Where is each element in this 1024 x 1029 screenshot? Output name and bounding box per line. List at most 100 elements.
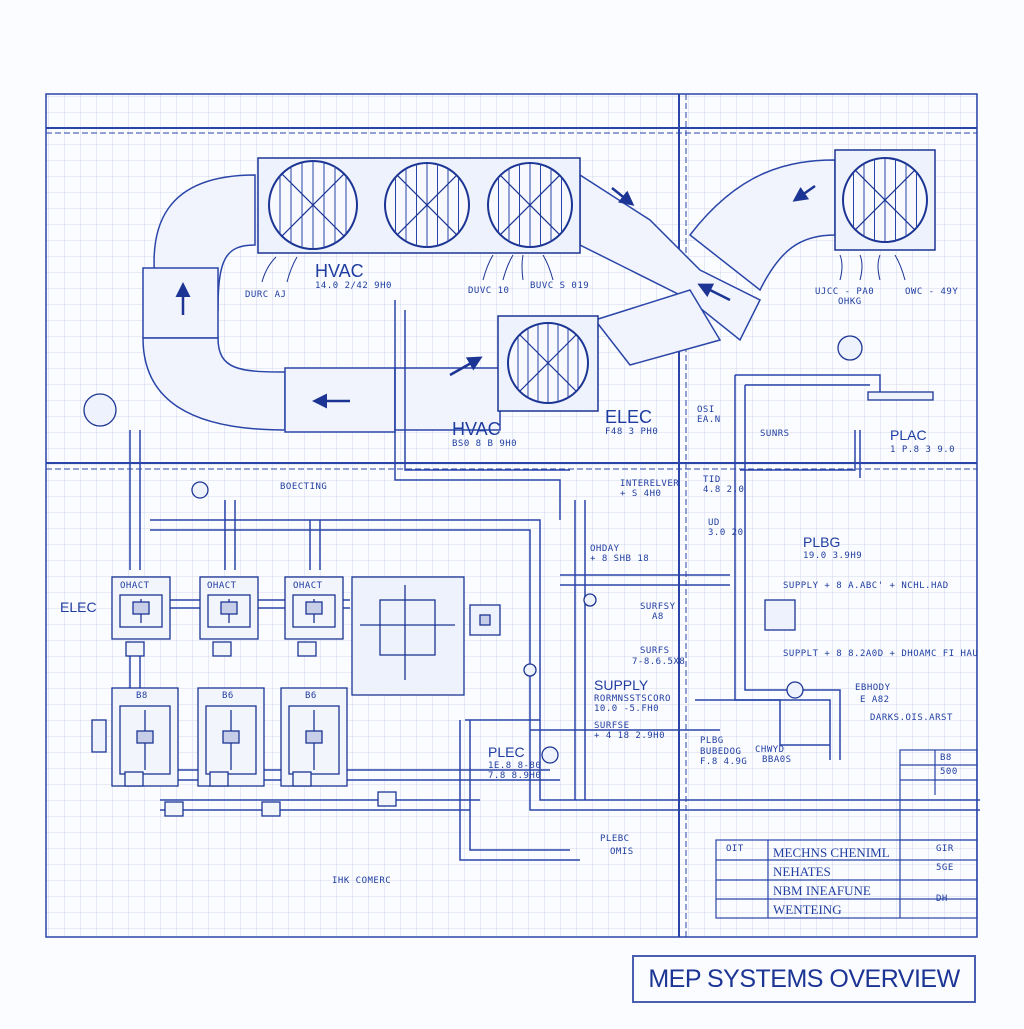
breaker-icon [209,771,229,787]
plebc-label: PLEBC [600,834,630,844]
note-label: EA.N [697,415,721,425]
plbg-spec: F.8 4.9G [700,757,748,767]
fan-icon [507,322,589,404]
fan-icon [842,157,928,243]
meter-icon [83,393,117,427]
note-label: OSI [697,405,715,415]
panel-icon [284,576,344,640]
hvac-label: HVAC [315,261,364,281]
title-block-row: NBM INEAFUNE [773,883,871,898]
plbg-low-label: PLBG [700,736,724,746]
breaker-icon [297,641,317,657]
hvac-spec: 14.0 2/42 9H0 [315,281,392,291]
panel-icon [197,687,265,787]
flow-arrows [175,184,816,409]
duct-label: UJCC - PA0 [815,287,875,297]
title-block-side: DH [936,894,948,904]
panel-label: B6 [305,691,317,701]
elec-left-label: ELEC [60,599,97,615]
panel-label: B8 [136,691,148,701]
note-label: + 4 18 2.9H0 [594,731,666,741]
title-block-side: GIR [936,844,954,854]
title-block [715,749,978,919]
title-block-row: NEHATES [773,864,831,879]
sheet-title: MEP SYSTEMS OVERVIEW [648,964,960,993]
hvac-label: HVAC [452,419,501,439]
panel-icon [199,576,259,640]
duct-spec: OHKG [838,297,862,307]
elec-label: ELEC [605,407,653,427]
note-label: UD [708,518,720,528]
plec-spec: 7.8 8.9H0 [488,771,542,781]
structural-beams [46,94,977,937]
breaker-icon [124,771,144,787]
note-label: CHWYD [755,745,785,755]
main-duct [142,159,836,433]
duct-label: DUVC 10 [468,286,510,296]
boecting-label: BOECTING [280,482,328,492]
panel-icon [111,687,179,787]
callout-arrows [261,254,906,283]
note-label: E A82 [860,695,890,705]
note-label: A8 [652,612,664,622]
title-block-cell: B8 [940,753,952,763]
note-label: TID [703,475,721,485]
note-label: DARKS.OIS.ARST [870,713,953,723]
plbg-spec: BUBEDOG [700,747,742,757]
note-label: EBHODY [855,683,891,693]
electrical-panels [111,576,397,817]
title-block-row: WENTEING [773,902,842,917]
hvac-spec: BS0 8 B 9H0 [452,439,518,449]
panel-label: B6 [222,691,234,701]
arrow-icon [792,184,816,202]
supply-spec: 10.0 -5.FH0 [594,704,660,714]
note-label: OMIS [610,847,634,857]
note-label: INTERELVER [620,479,680,489]
duct-label: DURC AJ [245,290,287,300]
breaker-icon [261,801,281,817]
panel-icon [280,687,348,787]
duct-label: BUVC S 019 [530,281,590,291]
arrow-icon [611,187,635,206]
title-block-row: MECHNS CHENIML [773,845,890,860]
note-label: 4.8 2.0 [703,485,745,495]
title-block-side: 5GE [936,863,954,873]
breaker-icon [164,801,184,817]
plec-spec: 1E.8 8-80 [488,761,542,771]
arrow-icon [449,356,483,377]
note-label: SURFSY [640,602,676,612]
title-block-side: OIT [726,844,744,854]
elec-spec: F48 3 PH0 [605,427,659,437]
fan-icon [268,160,358,250]
note-label: 3.0 20 [708,528,744,538]
fan-icon [384,162,470,248]
note-label: + S 4H0 [620,489,662,499]
note-label: SUNRS [760,429,790,439]
breaker-icon [292,771,312,787]
ihk-comerc-label: IHK COMERC [332,876,392,886]
panel-label: OHACT [207,581,237,591]
plumbing-fixtures [83,335,934,764]
note-label: BBA0S [762,755,792,765]
note-label: OHDAY [590,544,620,554]
panel-label: OHACT [120,581,150,591]
plbg-label: PLBG [803,534,841,550]
note-label: + 8 SHB 18 [590,554,650,564]
note-label: 7-8.6.5X8 [632,657,686,667]
meter-icon [786,681,804,699]
supply-label: SUPPLY + 8 A.ABC' + NCHL.HAD [783,581,949,591]
panel-icon [111,576,171,640]
sheet-title-box: MEP SYSTEMS OVERVIEW [632,955,976,1003]
supply-label: SUPPLT + 8 8.2A0D + DHOAMC FI HAU [783,649,979,659]
fan-group [268,157,928,404]
duct-label: OWC - 49Y [905,287,959,297]
title-block-cell: 500 [940,767,958,777]
plbg-spec: 19.0 3.9H9 [803,551,863,561]
plac-label: PLAC [890,427,927,443]
breaker-icon [377,791,397,807]
arrow-icon [697,283,731,302]
valve-icon [764,599,796,631]
fan-icon [487,162,573,248]
